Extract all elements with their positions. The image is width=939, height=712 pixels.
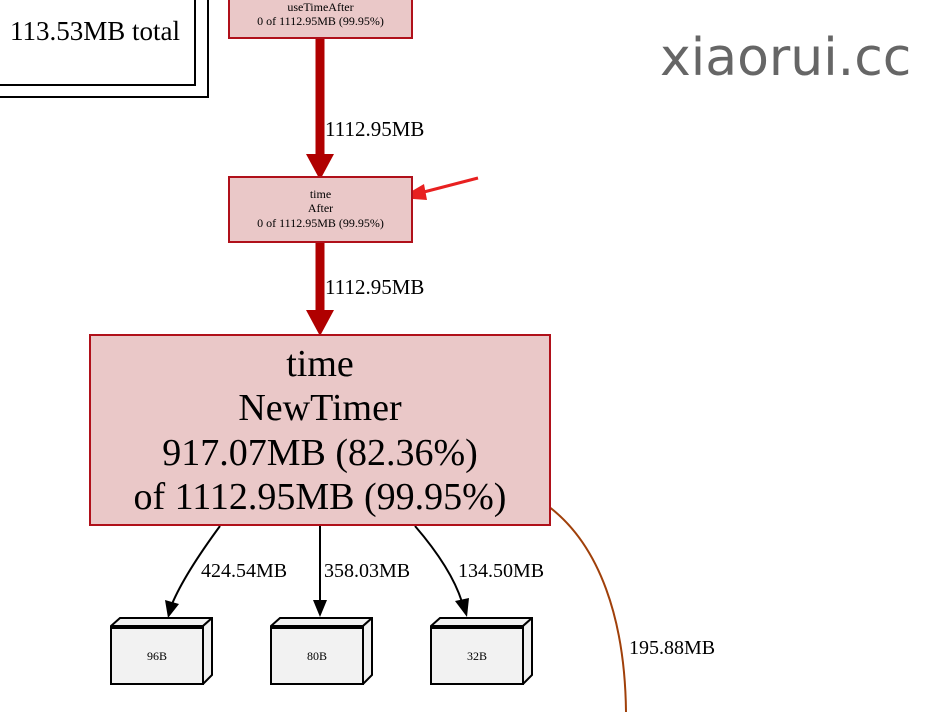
edge-label-32b: 134.50MB [458, 560, 545, 582]
edge-after-to-newtimer-arrowhead [306, 310, 334, 336]
node-usetimeafter-value: 0 of 1112.95MB (99.95%) [257, 14, 384, 29]
edge-to-32b [414, 525, 463, 603]
edge-top-to-after-arrowhead [306, 154, 334, 180]
edge-to-32b-arrowhead [455, 598, 469, 617]
node-time-after-value: 0 of 1112.95MB (99.95%) [257, 215, 384, 230]
edge-to-80b-arrowhead [313, 600, 327, 617]
leaf-96b-label: 96B [110, 627, 204, 685]
leaf-box-80b[interactable]: 80B [270, 617, 373, 685]
legend-total-label: 113.53MB total [9, 16, 180, 46]
edge-label-96b: 424.54MB [201, 560, 288, 582]
watermark: xiaorui.cc [660, 28, 912, 88]
leaf-32b-label: 32B [430, 627, 524, 685]
node-newtimer-flat: 917.07MB (82.36%) [162, 431, 478, 474]
node-time-after-package: time [309, 187, 332, 201]
node-time-after[interactable]: time After 0 of 1112.95MB (99.95%) [228, 176, 413, 243]
edge-label-after-to-newtimer: 1112.95MB [325, 275, 425, 299]
legend-box-inner [0, 0, 196, 86]
edge-label-top-to-after: 1112.95MB [325, 117, 425, 141]
node-usetimeafter-name: useTimeAfter [287, 0, 354, 14]
node-time-after-func: After [307, 201, 334, 216]
leaf-box-80b-shape [270, 617, 373, 685]
node-newtimer-func: NewTimer [238, 387, 402, 430]
node-newtimer-package: time [286, 343, 354, 385]
edge-to-96b [171, 525, 221, 605]
leaf-80b-label: 80B [270, 627, 364, 685]
edge-to-96b-arrowhead [165, 600, 179, 618]
leaf-box-32b[interactable]: 32B [430, 617, 533, 685]
edge-offscreen [547, 505, 627, 712]
annotation-arrow-after [419, 176, 479, 195]
edge-label-80b: 358.03MB [324, 560, 411, 582]
edge-label-offscreen: 195.88MB [629, 637, 716, 659]
node-time-newtimer[interactable]: time NewTimer 917.07MB (82.36%) of 1112.… [89, 334, 551, 526]
leaf-box-96b[interactable]: 96B [110, 617, 213, 685]
leaf-box-96b-shape [110, 617, 213, 685]
node-usetimeafter[interactable]: useTimeAfter 0 of 1112.95MB (99.95%) [228, 0, 413, 39]
node-newtimer-cum: of 1112.95MB (99.95%) [133, 476, 507, 519]
